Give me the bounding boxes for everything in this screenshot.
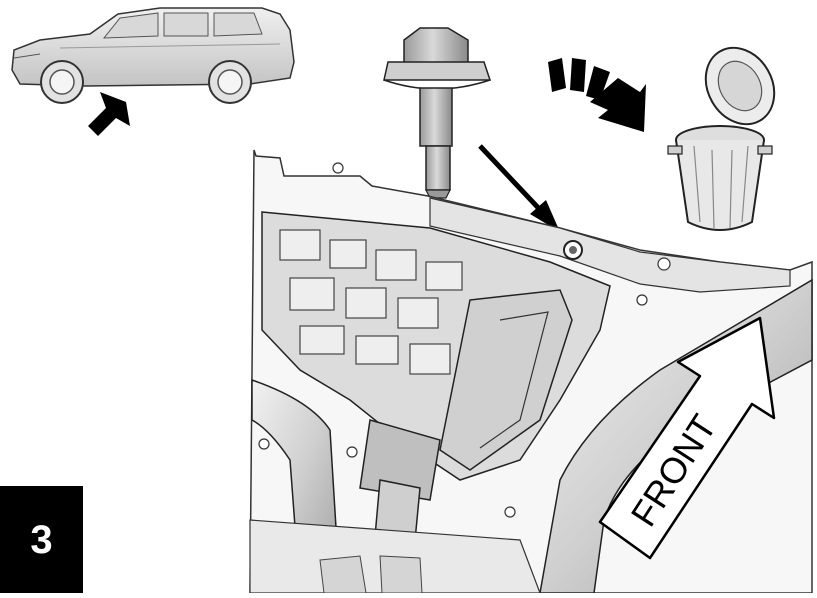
location-arrow-icon <box>88 92 130 136</box>
vehicle-thumbnail <box>11 7 295 136</box>
suv-side-view-icon <box>11 7 295 104</box>
waste-bin-icon <box>667 46 776 231</box>
step-number: 3 <box>30 517 53 562</box>
curved-discard-arrow-icon <box>548 58 646 132</box>
step-number-badge: 3 <box>0 486 83 593</box>
bolt-icon <box>383 27 492 199</box>
callout-arrow-icon <box>478 144 560 232</box>
